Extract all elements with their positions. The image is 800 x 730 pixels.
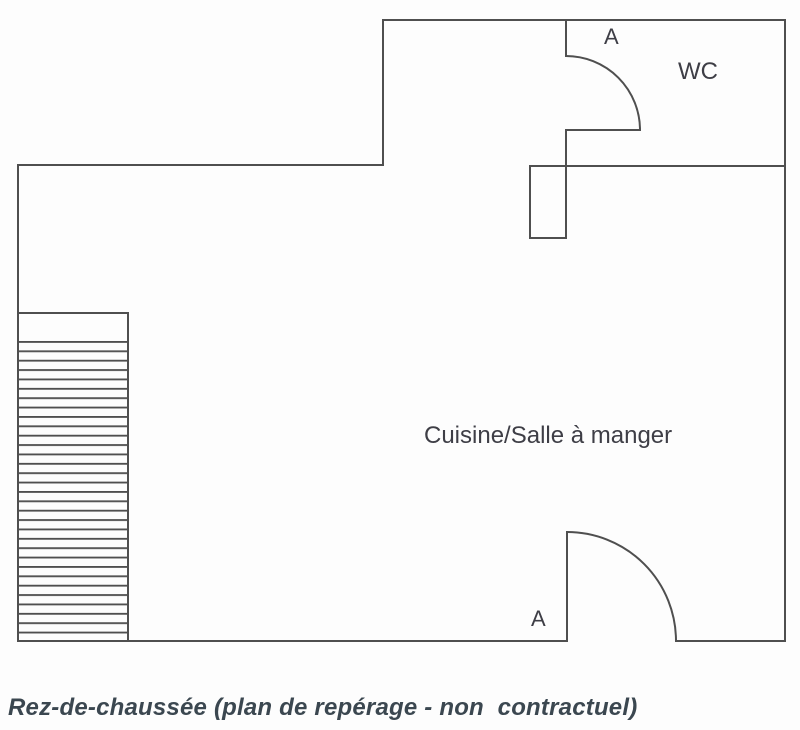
outer-walls (17, 19, 786, 642)
staircase-treads (19, 341, 127, 641)
floor-caption: Rez-de-chaussée (plan de repérage - non … (8, 694, 638, 721)
door-marker-bottom: A (531, 606, 546, 631)
kitchen-dining-room-label: Cuisine/Salle à manger (424, 422, 673, 449)
duct-block (529, 165, 567, 239)
entry-door-swing-arc (565, 530, 678, 643)
staircase-box (17, 312, 129, 642)
wc-door-swing-arc (564, 54, 642, 132)
wc-room-label: WC (678, 58, 718, 85)
door-marker-top: A (604, 24, 619, 49)
